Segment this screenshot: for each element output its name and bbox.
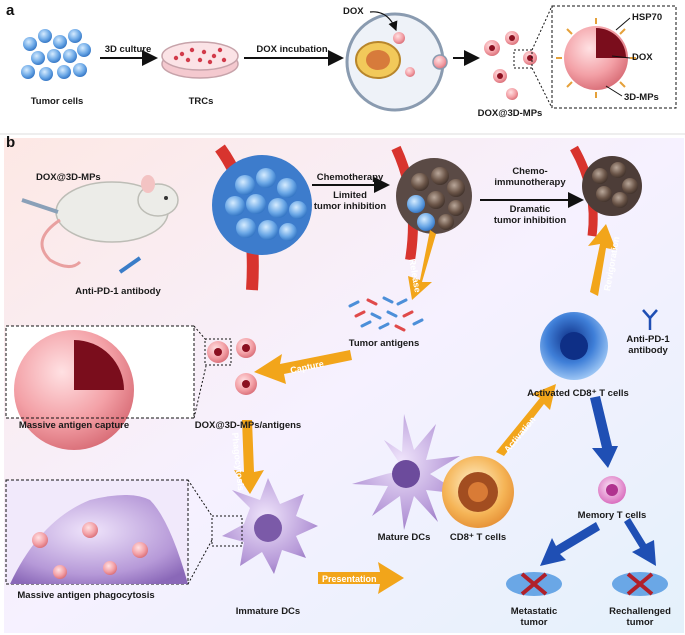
rechallenged-arrow: [624, 518, 656, 566]
label-tumor-antigens: Tumor antigens: [348, 338, 420, 349]
release-arrow: [408, 230, 436, 300]
rechallenged-tumor-icon: [612, 572, 668, 596]
mouse: [40, 175, 179, 268]
label-activated-cd8: Activated CD8⁺ T cells: [527, 388, 629, 399]
label-metastatic: Metastatic: [510, 606, 558, 617]
syringe-1: [21, 198, 59, 214]
label-metastatic-2: tumor: [520, 617, 548, 628]
activation-arrow: [496, 384, 556, 456]
tumor-small-dark: [582, 156, 642, 216]
label-chemotherapy: Chemotherapy: [316, 172, 384, 183]
tumor-cells-cluster: [21, 29, 91, 81]
label-massive-phago: Massive antigen phagocytosis: [17, 590, 155, 601]
petri-dish: [161, 41, 239, 79]
massive-phago-inset: [5, 479, 213, 585]
capture-arrow: [254, 350, 352, 384]
presentation-arrow: [318, 562, 404, 594]
label-dox-inset: DOX: [632, 52, 653, 63]
mature-dc: [352, 414, 462, 530]
label-3d-mps: 3D-MPs: [624, 92, 659, 103]
label-mature-dcs: Mature DCs: [377, 532, 431, 543]
label-anti-pd1-a: Anti-PD-1: [626, 334, 670, 345]
label-dox-3d-mps: DOX@3D-MPs: [477, 108, 543, 119]
label-immunotherapy: immunotherapy: [494, 177, 566, 188]
label-dox-antigens: DOX@3D-MPs/antigens: [194, 420, 302, 431]
label-limited-2: tumor inhibition: [313, 201, 387, 212]
activated-cd8-cell: [540, 312, 608, 380]
label-memory-t: Memory T cells: [577, 510, 647, 521]
label-anti-pd1-antibody: Anti-PD-1 antibody: [75, 286, 161, 297]
label-trcs: TRCs: [188, 96, 214, 107]
revigoration-arrow: [588, 224, 616, 296]
label-cd8-t: CD8⁺ T cells: [449, 532, 507, 543]
cell-with-dox: [345, 11, 448, 112]
label-limited: Limited: [333, 190, 367, 201]
syringe-2: [118, 256, 142, 274]
label-dox-top: DOX: [343, 6, 364, 17]
label-dox-incubation: DOX incubation: [256, 44, 328, 55]
memory-t-cell: [598, 476, 626, 504]
label-dramatic: Dramatic: [509, 204, 551, 215]
tumor-medium-mixed: [396, 158, 472, 234]
label-dox-3d-mps-b: DOX@3D-MPs: [36, 172, 101, 183]
tumor-antigens-cluster: [348, 296, 424, 332]
panel-label-a: a: [6, 2, 15, 19]
dox-3d-mps-particles: [484, 31, 537, 100]
phagocytosis-arrow: [234, 420, 264, 494]
anti-pd1-antibody-icon: [642, 309, 658, 330]
label-massive-capture: Massive antigen capture: [18, 420, 130, 431]
massive-capture-inset: [5, 325, 207, 450]
label-presentation: Presentation: [322, 574, 377, 584]
metastatic-tumor-icon: [506, 572, 562, 596]
cd8-t-cell: [442, 456, 514, 528]
label-3d-culture: 3D culture: [104, 44, 152, 55]
immature-dc: [211, 478, 318, 574]
memory-arrow: [590, 396, 618, 468]
mp-inset: [531, 5, 677, 109]
label-rechallenged: Rechallenged: [609, 606, 671, 617]
label-rechallenged-2: tumor: [626, 617, 654, 628]
panel-label-b: b: [6, 134, 16, 151]
label-chemo: Chemo-: [512, 166, 548, 177]
metastatic-arrow: [540, 522, 600, 566]
label-immature-dcs: Immature DCs: [235, 606, 301, 617]
label-hsp70: HSP70: [632, 12, 663, 23]
tumor-large-blue: [212, 155, 312, 255]
label-tumor-cells: Tumor cells: [30, 96, 84, 107]
dox-antigen-particles: [204, 338, 257, 395]
label-anti-pd1-b: antibody: [628, 345, 668, 356]
label-dramatic-2: tumor inhibition: [493, 215, 567, 226]
